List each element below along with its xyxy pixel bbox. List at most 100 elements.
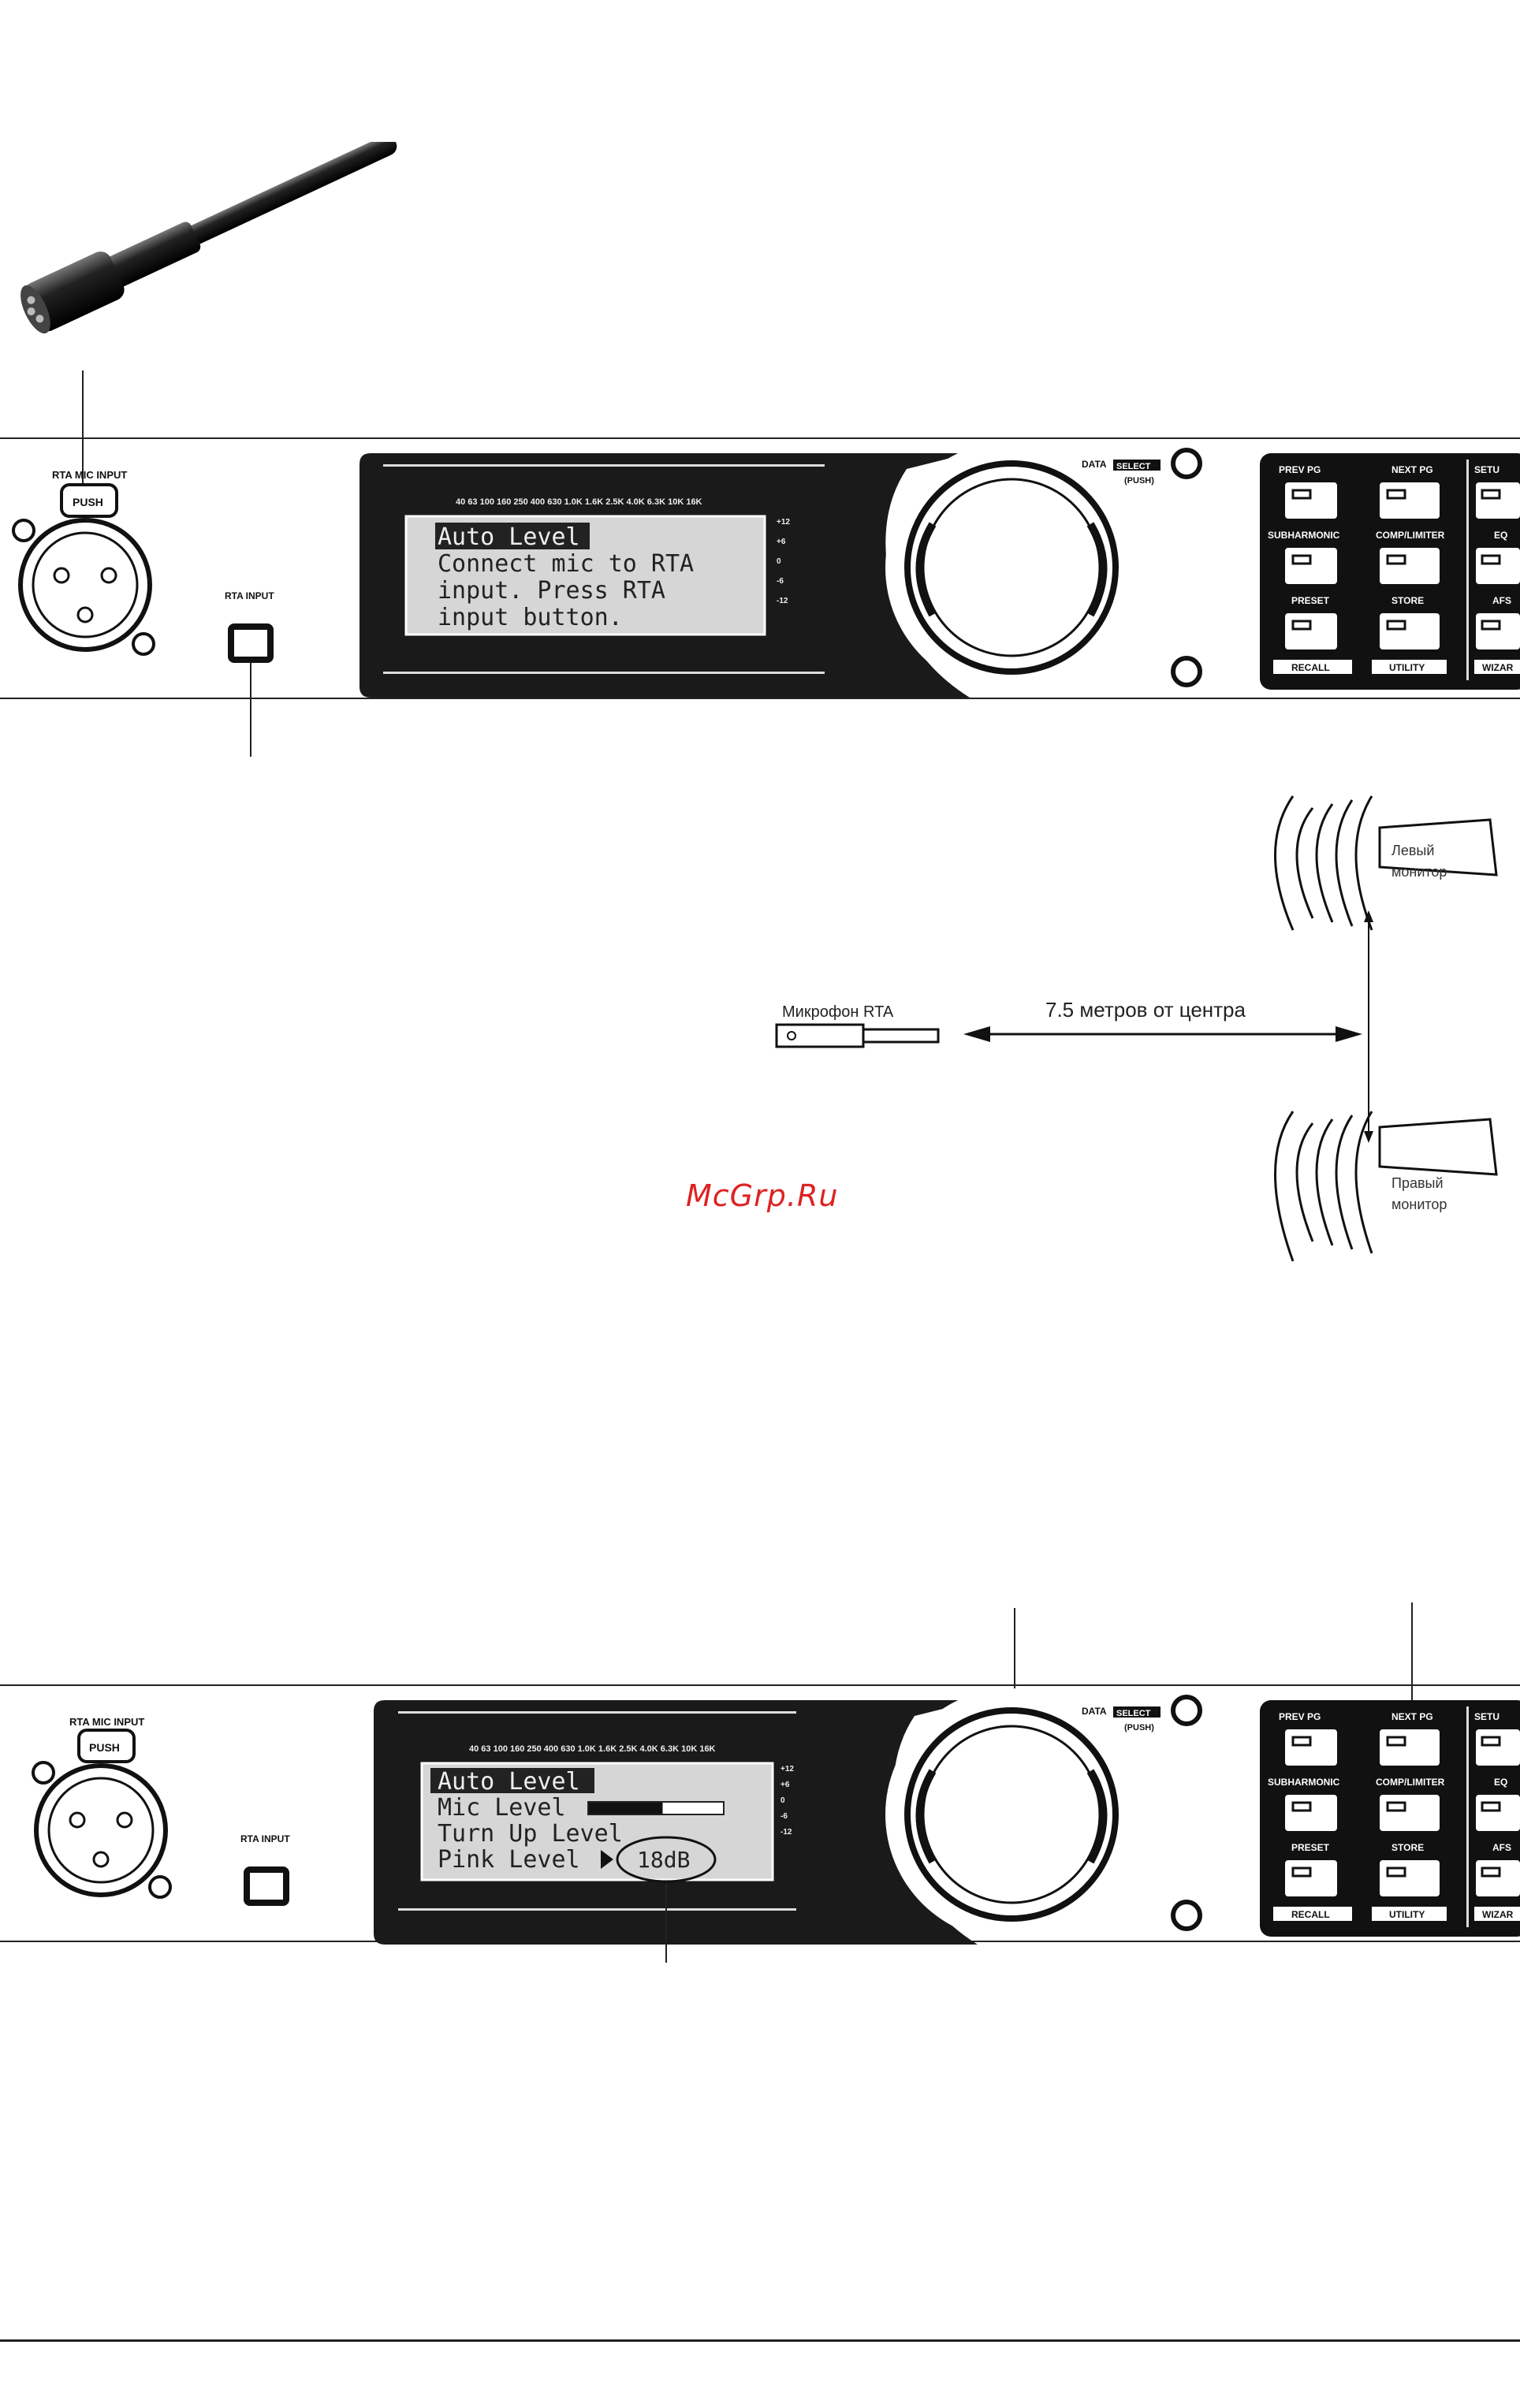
callout-line-next-pg bbox=[1411, 1602, 1413, 1748]
lcd-line-2: Connect mic to RTA bbox=[438, 550, 694, 578]
svg-text:PREV PG: PREV PG bbox=[1279, 464, 1321, 475]
afs-button[interactable] bbox=[1473, 610, 1520, 653]
setup-button[interactable] bbox=[1473, 479, 1520, 522]
left-monitor-label-1: Левый bbox=[1391, 843, 1434, 858]
rta-microphone-icon bbox=[775, 1023, 940, 1048]
rta-input-label: RTA INPUT bbox=[240, 1833, 290, 1844]
knob-top[interactable] bbox=[1171, 448, 1202, 479]
distance-label: 7.5 метров от центра bbox=[1045, 998, 1246, 1022]
subharmonic-button[interactable] bbox=[1282, 1792, 1340, 1834]
measurement-microphone-image bbox=[20, 142, 397, 334]
svg-text:STORE: STORE bbox=[1391, 595, 1424, 606]
db-scale-4: -12 bbox=[777, 597, 788, 605]
db-scale-0: +12 bbox=[777, 518, 790, 527]
left-monitor-label-2: монитор bbox=[1391, 864, 1447, 880]
next-pg-button[interactable] bbox=[1377, 1726, 1443, 1769]
rta-mic-input-label: RTA MIC INPUT bbox=[52, 469, 127, 481]
preset-button[interactable] bbox=[1282, 1857, 1340, 1900]
comp-limiter-button[interactable] bbox=[1377, 545, 1443, 587]
svg-text:SELECT: SELECT bbox=[1116, 462, 1151, 471]
db-scale-1: +6 bbox=[777, 538, 786, 546]
svg-text:WIZAR: WIZAR bbox=[1482, 662, 1514, 673]
db-scale-3: -6 bbox=[777, 577, 784, 586]
svg-text:UTILITY: UTILITY bbox=[1389, 1909, 1425, 1920]
callout-line-rta-input bbox=[250, 662, 251, 757]
db-scale-2: 0 bbox=[777, 557, 781, 566]
push-tab bbox=[77, 1729, 136, 1763]
svg-text:COMP/LIMITER: COMP/LIMITER bbox=[1376, 530, 1445, 541]
store-button[interactable] bbox=[1377, 1857, 1443, 1900]
db-scale-3: -6 bbox=[780, 1812, 788, 1821]
db-scale-0: +12 bbox=[780, 1765, 794, 1773]
knob-bottom[interactable] bbox=[1171, 656, 1202, 687]
knob-top[interactable] bbox=[1171, 1695, 1202, 1726]
arrow-right-icon bbox=[601, 1850, 613, 1869]
afs-button[interactable] bbox=[1473, 1857, 1520, 1900]
left-monitor-icon bbox=[1274, 795, 1498, 931]
eq-button[interactable] bbox=[1473, 1792, 1520, 1834]
svg-text:PRESET: PRESET bbox=[1291, 595, 1330, 606]
device-front-panel-2: RTA MIC INPUT PUSH RTA INPUT 40 63 100 1… bbox=[32, 1688, 1520, 1945]
screw-icon bbox=[12, 519, 35, 542]
data-wheel[interactable] bbox=[885, 1688, 1138, 1941]
db-scale-4: -12 bbox=[780, 1828, 792, 1837]
prev-pg-button[interactable] bbox=[1282, 1726, 1340, 1769]
rta-input-button[interactable] bbox=[228, 623, 274, 663]
data-label: DATA bbox=[1082, 1706, 1107, 1717]
svg-text:SETU: SETU bbox=[1474, 464, 1500, 475]
svg-text:SETU: SETU bbox=[1474, 1711, 1500, 1722]
store-button[interactable] bbox=[1377, 610, 1443, 653]
db-scale-2: 0 bbox=[780, 1796, 785, 1805]
callout-line-pink-level bbox=[665, 1884, 667, 1963]
svg-text:(PUSH): (PUSH) bbox=[1124, 476, 1154, 486]
placement-diagram: Левый монитор Правый монитор Микрофон RT… bbox=[775, 795, 1498, 1262]
svg-text:NEXT PG: NEXT PG bbox=[1391, 464, 1433, 475]
pink-level-highlight bbox=[616, 1836, 717, 1883]
next-pg-button[interactable] bbox=[1377, 479, 1443, 522]
svg-text:AFS: AFS bbox=[1492, 595, 1511, 606]
footer-rule bbox=[0, 2339, 1520, 2342]
panel2-top-rule bbox=[0, 1684, 1520, 1686]
eq-button[interactable] bbox=[1473, 545, 1520, 587]
screw-icon bbox=[148, 1875, 172, 1899]
lcd-line-3: Turn Up Level bbox=[438, 1820, 623, 1848]
callout-line-mic bbox=[82, 370, 84, 528]
pink-level-value: 18dB bbox=[637, 1847, 690, 1873]
right-monitor-label-2: монитор bbox=[1391, 1197, 1447, 1212]
right-monitor-icon bbox=[1274, 1111, 1498, 1262]
prev-pg-button[interactable] bbox=[1282, 479, 1340, 522]
data-label: DATA bbox=[1082, 459, 1107, 470]
rta-input-button[interactable] bbox=[244, 1866, 289, 1906]
svg-text:EQ: EQ bbox=[1494, 1777, 1507, 1788]
svg-text:WIZAR: WIZAR bbox=[1482, 1909, 1514, 1920]
push-tab bbox=[60, 483, 118, 518]
freq-scale: 40 63 100 160 250 400 630 1.0K 1.6K 2.5K… bbox=[456, 497, 702, 507]
knob-bottom[interactable] bbox=[1171, 1900, 1202, 1931]
subharmonic-button[interactable] bbox=[1282, 545, 1340, 587]
svg-text:UTILITY: UTILITY bbox=[1389, 662, 1425, 673]
svg-text:COMP/LIMITER: COMP/LIMITER bbox=[1376, 1777, 1445, 1788]
lcd-line-1: Auto Level bbox=[438, 1768, 580, 1796]
svg-text:EQ: EQ bbox=[1494, 530, 1507, 541]
screw-icon bbox=[32, 1761, 55, 1785]
screw-icon bbox=[132, 632, 155, 656]
lcd-line-4: Pink Level bbox=[438, 1846, 580, 1874]
svg-text:SUBHARMONIC: SUBHARMONIC bbox=[1268, 530, 1340, 541]
freq-scale: 40 63 100 160 250 400 630 1.0K 1.6K 2.5K… bbox=[469, 1744, 716, 1754]
rta-input-label: RTA INPUT bbox=[225, 590, 274, 601]
db-scale-1: +6 bbox=[780, 1781, 790, 1789]
preset-button[interactable] bbox=[1282, 610, 1340, 653]
svg-text:SELECT: SELECT bbox=[1116, 1709, 1151, 1718]
watermark: McGrp.Ru bbox=[686, 1178, 839, 1213]
panel-bottom-rule bbox=[0, 698, 1520, 699]
data-wheel[interactable] bbox=[885, 441, 1138, 694]
mic-level-fill bbox=[589, 1803, 663, 1814]
svg-text:PUSH: PUSH bbox=[89, 1741, 120, 1754]
comp-limiter-button[interactable] bbox=[1377, 1792, 1443, 1834]
device-front-panel-1: RTA MIC INPUT PUSH RTA INPUT 40 63 100 1… bbox=[12, 441, 1520, 698]
rta-mic-input-label: RTA MIC INPUT bbox=[69, 1716, 144, 1728]
right-monitor-label-1: Правый bbox=[1391, 1175, 1444, 1191]
svg-text:PREV PG: PREV PG bbox=[1279, 1711, 1321, 1722]
svg-text:STORE: STORE bbox=[1391, 1842, 1424, 1853]
setup-button[interactable] bbox=[1473, 1726, 1520, 1769]
